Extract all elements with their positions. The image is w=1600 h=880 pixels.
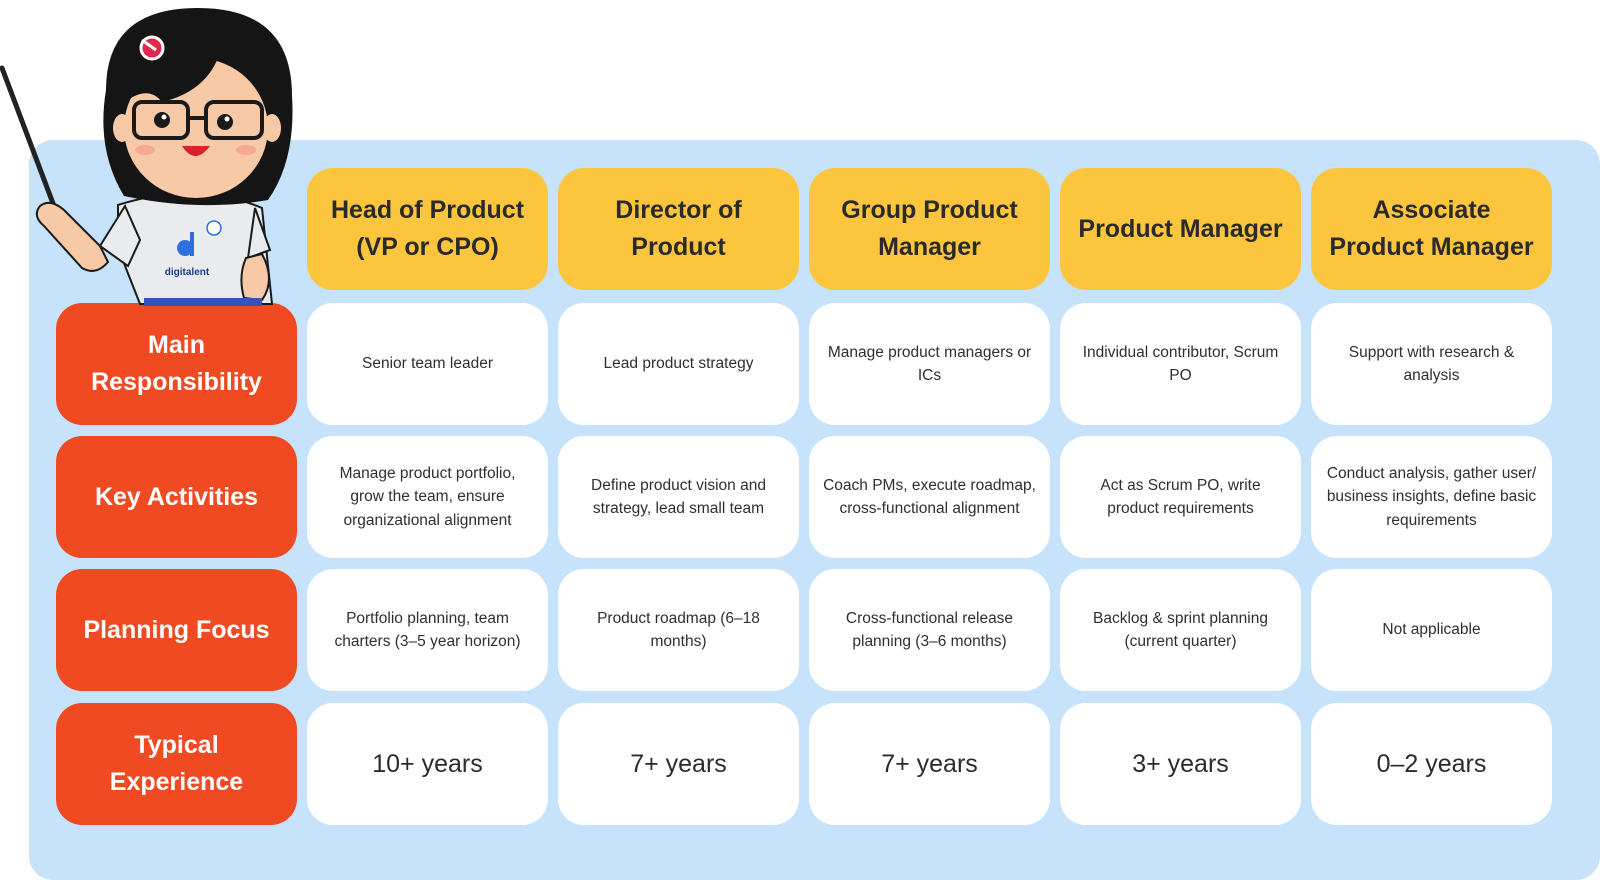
row-label-main-responsibility: Main Responsibility	[56, 303, 297, 425]
column-header-product-manager: Product Manager	[1060, 168, 1301, 290]
table-cell: Senior team leader	[307, 303, 548, 425]
table-cell: Manage product managers or ICs	[809, 303, 1050, 425]
table-cell: 10+ years	[307, 703, 548, 825]
table-cell: Act as Scrum PO, write product requireme…	[1060, 436, 1301, 558]
table-cell: Conduct analysis, gather user/ business …	[1311, 436, 1552, 558]
row-label-planning-focus: Planning Focus	[56, 569, 297, 691]
table-cell: 7+ years	[558, 703, 799, 825]
column-header-head-of-product: Head of Product (VP or CPO)	[307, 168, 548, 290]
table-cell: Product roadmap (6–18 months)	[558, 569, 799, 691]
table-cell: Lead product strategy	[558, 303, 799, 425]
table-cell: Define product vision and strategy, lead…	[558, 436, 799, 558]
table-cell: Not applicable	[1311, 569, 1552, 691]
column-header-director-of-product: Director of Product	[558, 168, 799, 290]
teacher-mascot-icon: digitalent	[0, 8, 293, 306]
table-cell: Backlog & sprint planning (current quart…	[1060, 569, 1301, 691]
table-cell: 0–2 years	[1311, 703, 1552, 825]
row-label-typical-experience: Typical Experience	[56, 703, 297, 825]
table-cell: Coach PMs, execute roadmap, cross-functi…	[809, 436, 1050, 558]
table-cell: Cross-functional release planning (3–6 m…	[809, 569, 1050, 691]
table-cell: Portfolio planning, team charters (3–5 y…	[307, 569, 548, 691]
row-label-key-activities: Key Activities	[56, 436, 297, 558]
table-cell: Support with research & analysis	[1311, 303, 1552, 425]
table-cell: 7+ years	[809, 703, 1050, 825]
shirt-logo-text: digitalent	[165, 267, 210, 278]
column-header-associate-product-manager: Associate Product Manager	[1311, 168, 1552, 290]
table-cell: Manage product portfolio, grow the team,…	[307, 436, 548, 558]
table-cell: Individual contributor, Scrum PO	[1060, 303, 1301, 425]
column-header-group-product-manager: Group Product Manager	[809, 168, 1050, 290]
table-cell: 3+ years	[1060, 703, 1301, 825]
